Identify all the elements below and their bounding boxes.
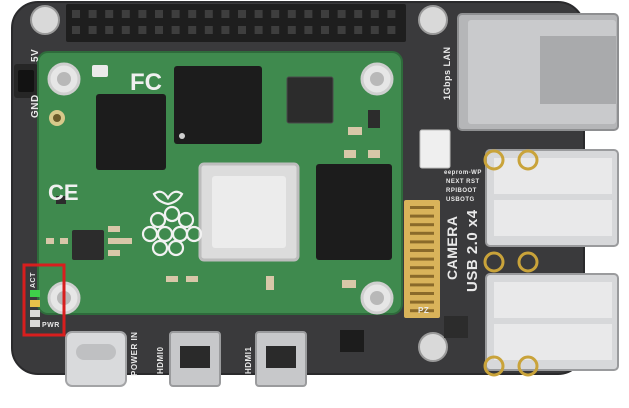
gpio-pin [337, 26, 346, 34]
gpio-pin [321, 10, 329, 18]
hdmi0-port[interactable] [169, 331, 221, 387]
camera-pin [410, 300, 434, 304]
jumper-header[interactable] [419, 129, 451, 169]
label-gnd: GND [30, 94, 41, 118]
camera-pin [410, 274, 434, 278]
camera-pin [410, 223, 434, 227]
label-lan: 1Gbps LAN [442, 46, 452, 100]
gpio-pin [138, 26, 147, 34]
label-hdmi1: HDMI1 [244, 346, 253, 374]
gpio-pin [254, 10, 263, 18]
ethernet-port[interactable] [457, 13, 619, 131]
port-rings [483, 149, 539, 377]
usb-port-lower[interactable] [485, 273, 619, 371]
gpio-pin [238, 26, 246, 34]
label-usbotg: USBOTG [446, 197, 475, 203]
gpio-pin [171, 10, 180, 18]
camera-pin [410, 283, 434, 287]
gpio-pin [271, 10, 280, 18]
gpio-pin [287, 10, 296, 18]
gpio-pin [221, 26, 230, 34]
status-leds [30, 290, 40, 327]
antenna-connector [49, 110, 65, 126]
module-chips [72, 66, 392, 262]
gpio-pin [370, 10, 379, 18]
raspberry-logo [141, 190, 203, 257]
camera-pin [410, 309, 434, 313]
gpio-pin [88, 10, 97, 18]
gpio-pin [72, 10, 80, 18]
label-eeprom: eeprom-WP [444, 170, 482, 176]
gpio-pin [138, 10, 147, 18]
mounting-holes [30, 5, 448, 362]
gpio-pin [188, 10, 197, 18]
gpio-pin [370, 26, 379, 34]
gpio-pin [238, 10, 246, 18]
camera-pin [410, 292, 434, 295]
camera-pin [410, 249, 434, 252]
usb-port-upper[interactable] [485, 149, 619, 247]
fc-mark: FC [130, 69, 162, 96]
gpio-pin [321, 26, 329, 34]
bottom-ic-small [444, 316, 468, 338]
gpio-pin [204, 26, 213, 34]
gpio-pin [387, 26, 396, 34]
gpio-header[interactable] [66, 4, 406, 42]
fan-connector [14, 64, 38, 98]
gpio-pin [72, 26, 80, 34]
gpio-pin [171, 26, 180, 34]
bottom-ic [340, 330, 364, 352]
gpio-pin [387, 10, 396, 18]
label-hdmi0: HDMI0 [156, 346, 165, 374]
camera-pin [410, 240, 434, 244]
gpio-pin [105, 26, 114, 34]
gpio-pin [271, 26, 280, 34]
smd-components [46, 65, 380, 290]
gpio-pin [287, 26, 296, 34]
gpio-pin [88, 26, 97, 34]
label-5v: 5V [30, 48, 41, 62]
hdmi1-port[interactable] [255, 331, 307, 387]
gpio-pin [188, 26, 197, 34]
gpio-pin [354, 10, 363, 18]
ce-mark: CE [48, 180, 79, 205]
camera-pin [410, 231, 434, 235]
label-next-rst: NEXT RST [446, 179, 480, 185]
label-usb: USB 2.0 x4 [464, 209, 481, 292]
gpio-pin [304, 26, 313, 34]
gpio-pin [121, 26, 130, 34]
label-rpiboot: RPIBOOT [446, 188, 477, 194]
gpio-pin [221, 10, 230, 18]
highlight-box [22, 263, 66, 337]
power-usbc-port[interactable] [65, 331, 127, 387]
camera-pin [410, 266, 434, 270]
gpio-pin [204, 10, 213, 18]
gpio-pin [155, 26, 163, 34]
gpio-pin [121, 10, 130, 18]
gpio-pin [304, 10, 313, 18]
label-pz: PZ [418, 306, 430, 315]
label-power-in: POWER IN [130, 331, 139, 376]
label-act: ACT [30, 272, 37, 288]
gpio-pin [105, 10, 114, 18]
gpio-pin [254, 26, 263, 34]
gpio-pin [337, 10, 346, 18]
camera-pin [410, 214, 434, 218]
camera-pin [410, 206, 434, 209]
label-pwr: PWR [42, 322, 60, 329]
label-camera: CAMERA [444, 215, 460, 280]
gpio-pin [155, 10, 163, 18]
camera-connector[interactable] [404, 200, 440, 318]
gpio-pin [354, 26, 363, 34]
camera-pin [410, 257, 434, 261]
